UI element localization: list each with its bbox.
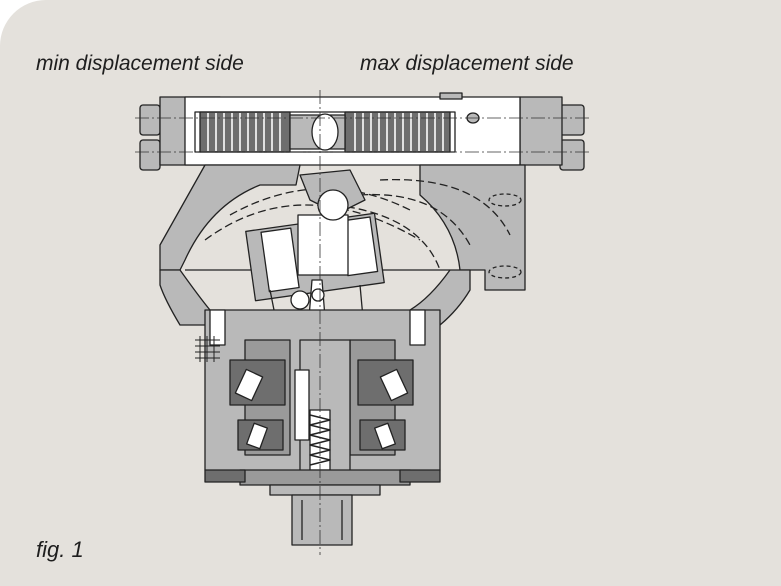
control-cylinder [139,92,585,171]
rotating-group [245,169,385,371]
splines-left [195,336,220,362]
output-shaft [291,494,353,546]
max-displacement-side-label: max displacement side [360,52,574,75]
min-displacement-side-label: min displacement side [36,52,244,75]
figure-caption: fig. 1 [36,537,84,562]
return-spring [309,414,331,466]
spring-coils [207,113,444,151]
lower-housing [195,309,441,496]
